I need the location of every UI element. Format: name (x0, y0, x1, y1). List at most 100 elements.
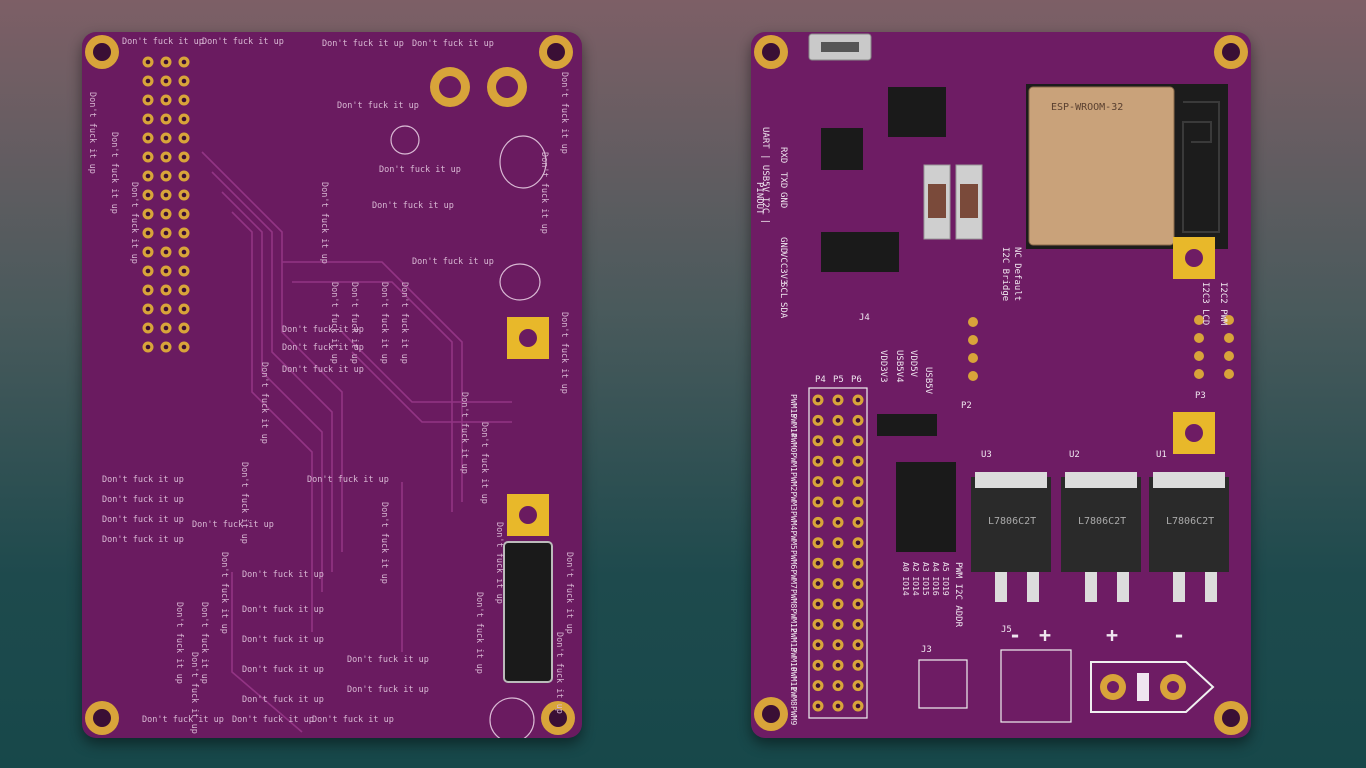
slogan-text: Don't fuck it up (474, 592, 484, 674)
svg-text:L7806C2T: L7806C2T (988, 516, 1036, 527)
p2-label: P2 (961, 401, 972, 411)
slogan-text: Don't fuck it up (379, 502, 389, 584)
addr-line-label: A2 IO14 (911, 562, 920, 596)
slogan-text: Don't fuck it up (192, 520, 274, 530)
slogan-text: Don't fuck it up (372, 201, 454, 211)
pwm-label: PWM8 (789, 589, 798, 608)
scl-label: SCL (778, 282, 788, 298)
plus-terminal-label-2: + (1106, 623, 1118, 647)
pwm-i2c-addr-label: PWM I2C ADDR (953, 562, 963, 628)
pcb-front-artwork: ESP-WROOM-32 L7806C2T (754, 33, 1248, 735)
slogan-text: Don't fuck it up (347, 685, 429, 695)
slogan-text: Don't fuck it up (202, 37, 284, 47)
slogan-text: Don't fuck it up (282, 343, 364, 353)
slogan-text: Don't fuck it up (349, 282, 359, 364)
esp32-label: ESP-WROOM-32 (1051, 102, 1123, 113)
p5-label: P5 (833, 375, 844, 385)
addr-line-label: A0 IO14 (901, 562, 910, 596)
slogan-text: Don't fuck it up (539, 152, 549, 234)
slogan-text: Don't fuck it up (259, 362, 269, 444)
slogan-text: Don't fuck it up (379, 165, 461, 175)
sda-label: SDA (778, 302, 788, 319)
svg-text:L7806C2T: L7806C2T (1166, 516, 1214, 527)
slogan-text: Don't fuck it up (102, 495, 184, 505)
p3-label: P3 (1195, 391, 1206, 401)
slogan-text: Don't fuck it up (242, 635, 324, 645)
slogan-text: Don't fuck it up (559, 72, 569, 154)
slogan-text: Don't fuck it up (109, 132, 119, 214)
slogan-text: Don't fuck it up (459, 392, 469, 474)
slogan-text: Don't fuck it up (337, 101, 419, 111)
pwm-label: PWM3 (789, 492, 798, 511)
esp32-module: ESP-WROOM-32 (1026, 84, 1228, 249)
slogan-text: Don't fuck it up (282, 325, 364, 335)
svg-text:L7806C2T: L7806C2T (1078, 516, 1126, 527)
slogan-text: Don't fuck it up (347, 655, 429, 665)
u3-label: U3 (981, 450, 992, 460)
pwm-label: PWM12 (789, 609, 798, 633)
pwm-label: PWM13 (789, 628, 798, 652)
pinout-label: PINOUT (754, 182, 764, 215)
slogan-text: Don't fuck it up (329, 282, 339, 364)
slogan-text: Don't fuck it up (399, 282, 409, 364)
pwm-label: PWM15 (789, 394, 798, 418)
slogan-text: Don't fuck it up (239, 462, 249, 544)
i2c-label: I2C | (760, 197, 770, 224)
pwm-label: PWM5 (789, 531, 798, 550)
slogan-text: Don't fuck it up (322, 39, 404, 49)
header-pin-grid (142, 56, 190, 353)
slogan-text: Don't fuck it up (242, 570, 324, 580)
i2c-headers (968, 315, 1234, 381)
uart-label: UART | USB5V (760, 127, 770, 193)
minus-terminal-label-2: - (1173, 623, 1185, 647)
pwm-header (812, 394, 864, 712)
slogan-text: Don't fuck it up (102, 535, 184, 545)
slogan-text: Don't fuck it up (564, 552, 574, 634)
pwm-label: PWM2 (789, 472, 798, 491)
slogan-text: Don't fuck it up (319, 182, 329, 264)
j5-label: J5 (1001, 625, 1012, 635)
slogan-text: Don't fuck it up (494, 522, 504, 604)
slogan-text: Don't fuck it up (412, 39, 494, 49)
slogan-text: Don't fuck it up (559, 312, 569, 394)
u1-label: U1 (1156, 450, 1167, 460)
nc-default-label: NC Default (1012, 247, 1022, 301)
slogan-text: Don't fuck it up (142, 715, 224, 725)
pwm-label: PWM6 (789, 550, 798, 569)
addr-line-label: A5 IO19 (941, 562, 950, 596)
plus-terminal-label: + (1039, 623, 1051, 647)
slogan-text: Don't fuck it up (189, 652, 199, 734)
usb5v4-label: USB5V4 (894, 350, 904, 383)
p4-label: P4 (815, 375, 826, 385)
slogan-text: Don't fuck it up (129, 182, 139, 264)
gnd-label: GND (778, 192, 788, 208)
txd-label: TXD (778, 172, 788, 188)
pwm-label: PWM9 (789, 706, 798, 725)
slogan-text: Don't fuck it up (122, 37, 204, 47)
slogan-text: Don't fuck it up (199, 602, 209, 684)
slogan-text: Don't fuck it up (219, 552, 229, 634)
slogan-text: Don't fuck it up (312, 715, 394, 725)
slogan-text: Don't fuck it up (242, 605, 324, 615)
u2-label: U2 (1069, 450, 1080, 460)
vcc3v3-label: VCC3V3 (778, 252, 788, 285)
pcb-front-side: ESP-WROOM-32 L7806C2T (751, 32, 1251, 738)
slogan-text: Don't fuck it up (379, 282, 389, 364)
pwm-label: PWM10 (789, 648, 798, 672)
usb5v-label: USB5V (923, 367, 933, 395)
slogan-text: Don't fuck it up (307, 475, 389, 485)
minus-terminal-label: - (1009, 623, 1021, 647)
slogan-text: Don't fuck it up (87, 92, 97, 174)
vdd3v3-label: VDD3V3 (878, 350, 888, 383)
rxd-label: RXD (778, 147, 788, 163)
i2c2-label: I2C2 PWM (1218, 282, 1228, 326)
slogan-text: Don't fuck it up (282, 365, 364, 375)
addr-line-label: A4 IO16 (931, 562, 940, 596)
pwm-label: PWM11 (789, 667, 798, 691)
slogan-text: Don't fuck it up (102, 475, 184, 485)
slogan-text: Don't fuck it up (102, 515, 184, 525)
pwm-label: PWM0 (789, 433, 798, 452)
slogan-text: Don't fuck it up (174, 602, 184, 684)
